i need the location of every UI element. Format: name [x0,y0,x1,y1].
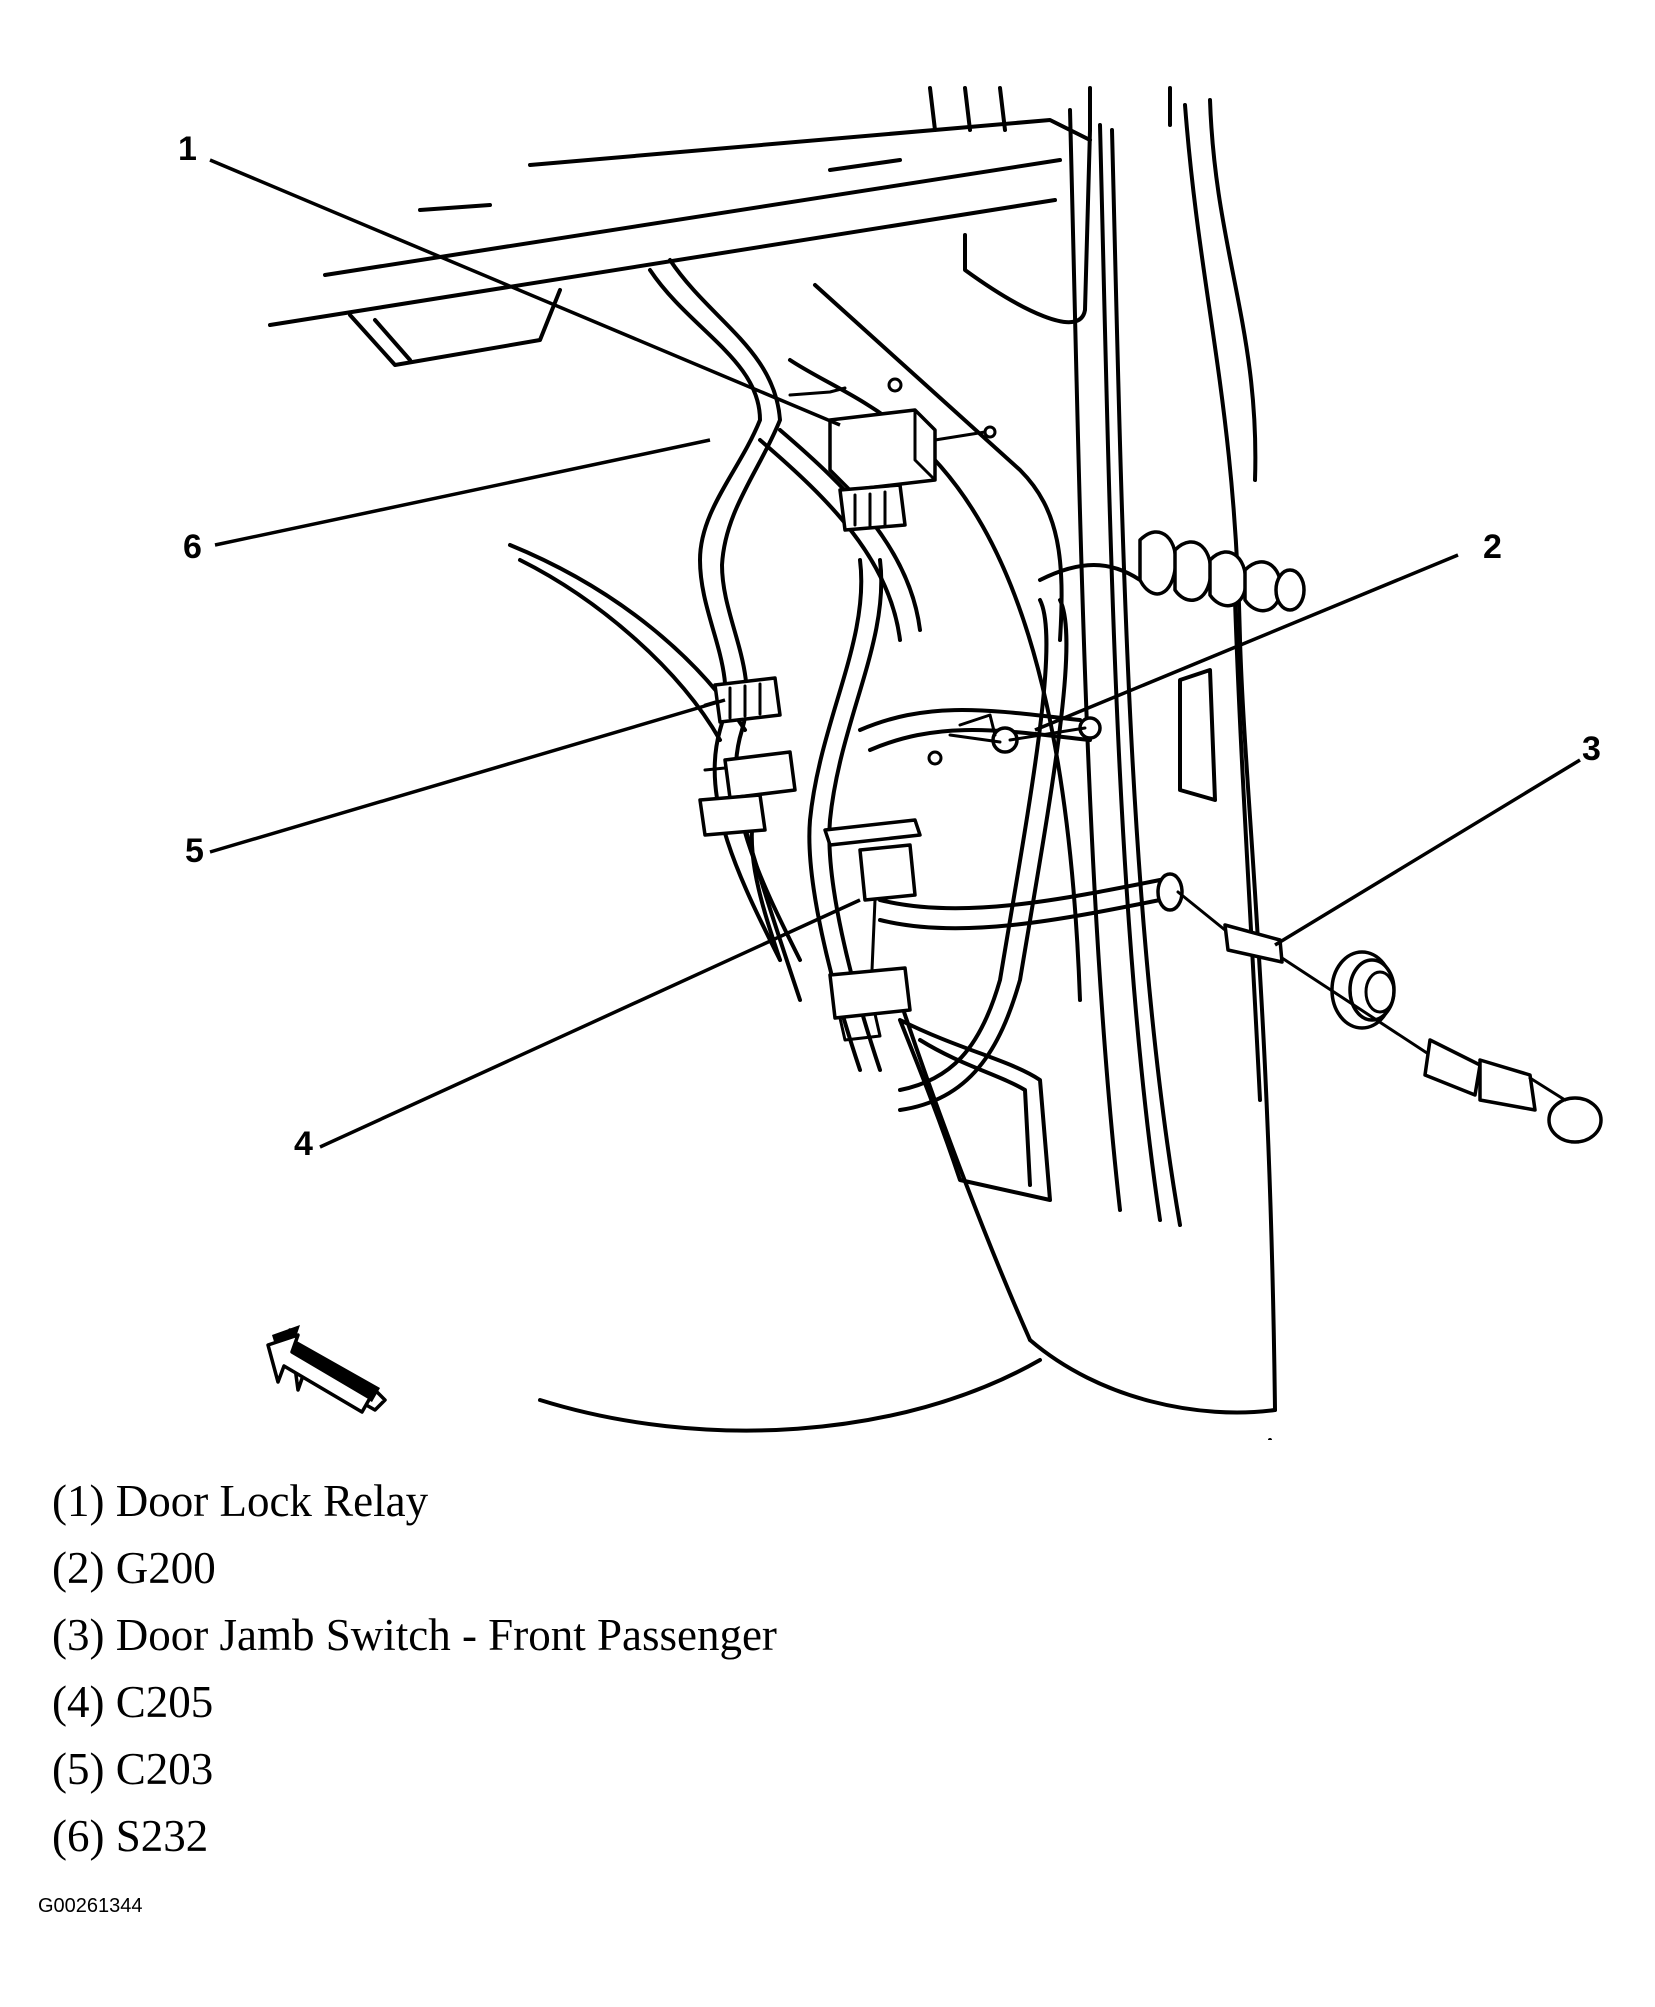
legend-item-5: (5) C203 [52,1744,214,1794]
front-direction-arrow-icon [266,1325,387,1414]
callout-6-number: 6 [183,528,202,566]
legend-item-3: (3) Door Jamb Switch - Front Passenger [52,1610,777,1660]
legend-item-4: (4) C205 [52,1677,214,1727]
callout-3-number: 3 [1582,730,1601,768]
harness-grommet [1138,530,1306,613]
wiring-harness [648,258,1162,1112]
callout-4-number: 4 [294,1125,313,1163]
connector-c203 [698,676,797,837]
callout-5-number: 5 [185,832,204,870]
figure-code: G00261344 [38,1895,143,1917]
door-jamb-switch [1156,872,1603,1144]
pillar-structure [268,86,1277,1440]
door-pillar-diagram: 1 2 3 4 5 6 [178,86,1603,1440]
legend-item-2: (2) G200 [52,1543,216,1593]
callout-1-number: 1 [178,130,197,168]
legend-item-1: (1) Door Lock Relay [52,1476,429,1526]
component-legend: (1) Door Lock Relay (2) G200 (3) Door Ja… [52,1468,777,1870]
g200-ground [927,713,1102,766]
door-lock-relay [788,377,997,532]
callout-2-number: 2 [1483,528,1502,566]
legend-item-6: (6) S232 [52,1811,209,1861]
connector-c205 [823,818,922,1042]
callout-leaders [209,158,1581,1149]
